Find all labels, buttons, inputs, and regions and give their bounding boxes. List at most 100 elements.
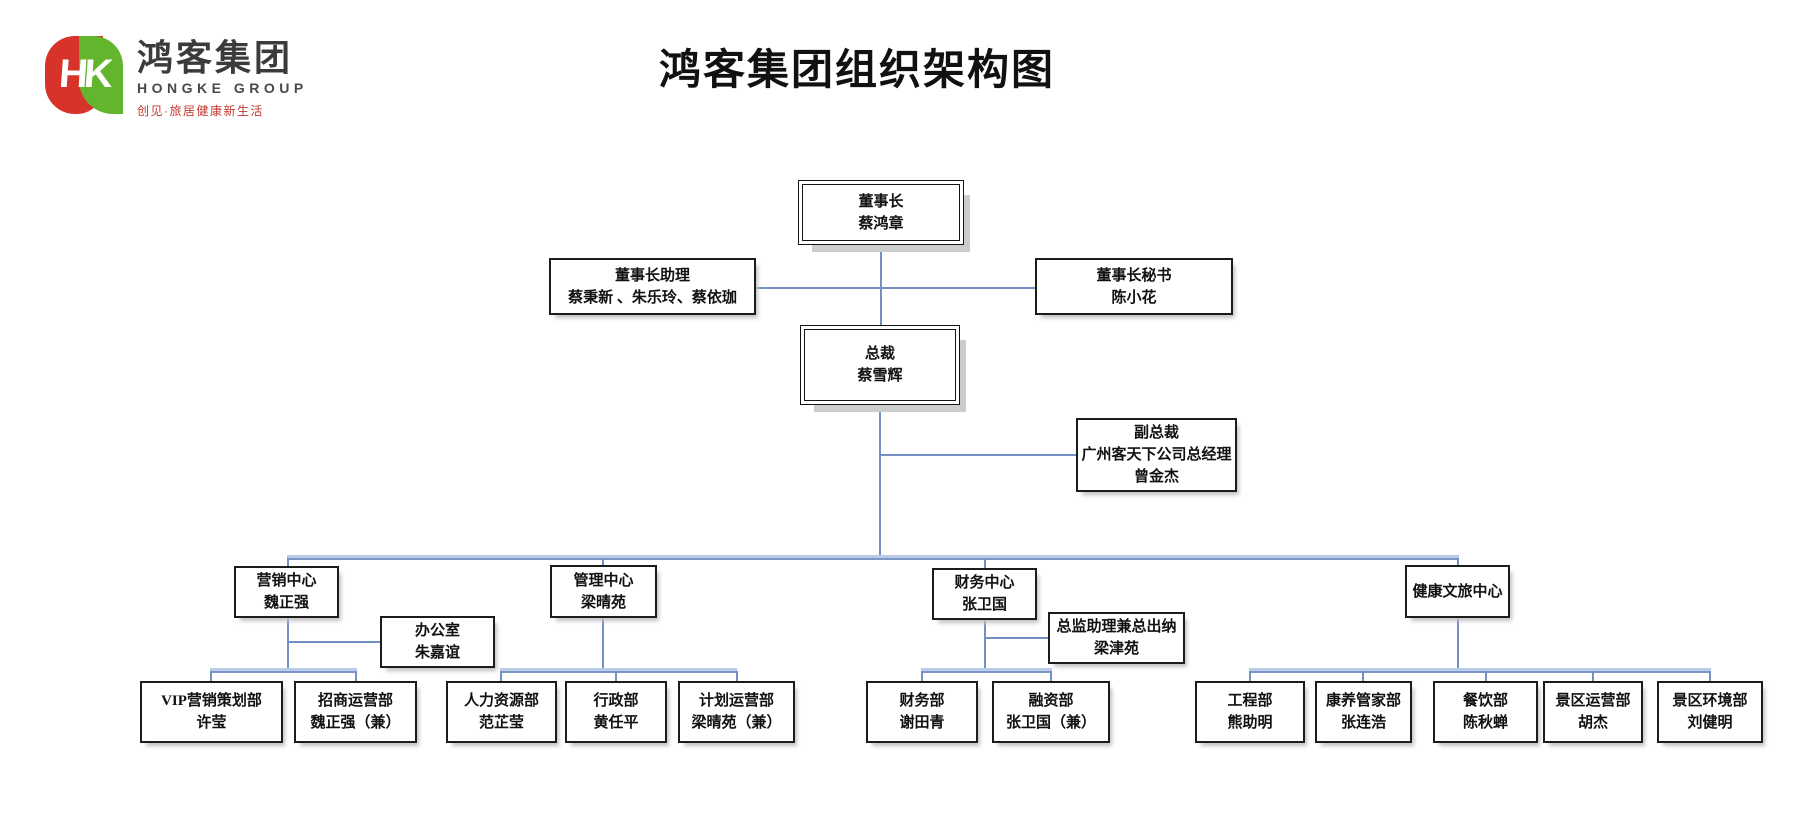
childline-health (1249, 668, 1711, 673)
node-vice-president: 副总裁 广州客天下公司总经理 曾金杰 (1076, 418, 1237, 492)
node-finance-center: 财务中心 张卫国 (932, 568, 1037, 620)
node-person: 蔡雪辉 (857, 368, 903, 384)
node-chairman-assistant: 董事长助理 蔡秉新 、朱乐玲、蔡依珈 (549, 258, 756, 315)
node-person: 魏正强 (263, 595, 309, 611)
node-person: 黄任平 (593, 715, 639, 731)
node-person: 陈小花 (1111, 289, 1157, 306)
stub-wellness-butler (1362, 671, 1364, 681)
node-person: 张卫国 (961, 597, 1007, 613)
logo-monogram: HK (57, 52, 111, 96)
node-title: 总监助理兼总出纳 (1056, 619, 1177, 635)
logo-company-name-en: HONGKE GROUP (137, 80, 308, 96)
node-person: 许莹 (196, 715, 227, 731)
stub-vip-marketing (210, 671, 212, 681)
node-planning-ops: 计划运营部 梁晴苑（兼） (678, 681, 795, 743)
node-catering: 餐饮部 陈秋蝉 (1433, 681, 1538, 743)
node-person: 胡杰 (1577, 715, 1608, 731)
stub-scenic-env (1709, 671, 1711, 681)
node-title: 总裁 (864, 346, 895, 362)
node-title: 财务部 (899, 693, 945, 709)
node-title: 董事长秘书 (1096, 267, 1172, 284)
stub-hr (500, 671, 502, 681)
childline-management (500, 668, 737, 673)
node-subtitle: 广州客天下公司总经理 (1081, 447, 1232, 463)
stub-marketing-center (287, 558, 289, 567)
node-title: 康养管家部 (1325, 693, 1401, 709)
node-person: 谢田青 (899, 715, 945, 731)
node-person: 熊助明 (1227, 715, 1273, 731)
node-person: 梁晴苑（兼） (691, 715, 782, 731)
connector-marketing-children (287, 618, 289, 671)
node-management-center: 管理中心 梁晴苑 (550, 565, 657, 618)
logo-company-name-cn: 鸿客集团 (137, 37, 294, 78)
logo-tagline: 创见·旅居健康新生活 (137, 104, 264, 118)
node-title: 财务中心 (954, 575, 1015, 591)
connector-management-children (602, 618, 604, 671)
node-office: 办公室 朱嘉谊 (380, 616, 495, 668)
node-person: 刘健明 (1687, 715, 1733, 731)
stub-catering (1485, 671, 1487, 681)
childline-marketing (210, 668, 357, 673)
node-finance-dept: 财务部 谢田青 (866, 681, 978, 743)
stub-planning-ops (736, 671, 738, 681)
node-title: 计划运营部 (698, 693, 774, 709)
node-title: VIP营销策划部 (161, 693, 262, 709)
stub-health-center (1457, 558, 1459, 566)
connector-chairman-president (880, 243, 882, 327)
node-hr: 人力资源部 范芷莹 (446, 681, 557, 743)
node-title: 副总裁 (1133, 425, 1179, 441)
node-chairman: 董事长 蔡鸿章 (802, 184, 960, 241)
node-title: 融资部 (1028, 693, 1074, 709)
node-title: 董事长 (858, 193, 904, 210)
connector-president-trunk (879, 403, 881, 558)
node-wellness-butler: 康养管家部 张连浩 (1315, 681, 1412, 743)
node-title: 行政部 (593, 693, 639, 709)
connector-office (288, 641, 380, 643)
stub-investment-ops (355, 671, 357, 681)
connector-trunk (287, 555, 1459, 560)
node-title: 健康文旅中心 (1412, 583, 1503, 600)
node-title: 营销中心 (256, 573, 317, 589)
node-admin: 行政部 黄任平 (565, 681, 667, 743)
node-title: 人力资源部 (463, 693, 539, 709)
node-financing-dept: 融资部 张卫国（兼） (992, 681, 1110, 743)
node-person: 魏正强（兼） (310, 715, 401, 731)
node-title: 董事长助理 (614, 267, 690, 284)
stub-financing-dept (1050, 671, 1052, 681)
logo-leaf-icon (79, 36, 123, 114)
company-logo: HK 鸿客集团 HONGKE GROUP 创见·旅居健康新生活 (45, 36, 308, 119)
node-title: 景区运营部 (1555, 693, 1631, 709)
stub-management-center (602, 558, 604, 566)
node-marketing-center: 营销中心 魏正强 (234, 566, 339, 618)
stub-scenic-ops (1592, 671, 1594, 681)
connector-health-children (1457, 618, 1459, 671)
node-person: 范芷莹 (478, 715, 524, 731)
connector-finance-children (984, 620, 986, 671)
node-director-assistant: 总监助理兼总出纳 梁津苑 (1048, 612, 1185, 664)
node-person: 张卫国（兼） (1005, 715, 1096, 731)
stub-finance-dept (921, 671, 923, 681)
node-title: 管理中心 (573, 572, 634, 589)
stub-admin (615, 671, 617, 681)
node-scenic-env: 景区环境部 刘健明 (1657, 681, 1763, 743)
stub-engineering (1249, 671, 1251, 681)
node-investment-ops: 招商运营部 魏正强（兼） (294, 681, 417, 743)
node-person: 朱嘉谊 (414, 645, 460, 661)
node-title: 餐饮部 (1462, 693, 1508, 709)
node-title: 招商运营部 (317, 693, 393, 709)
node-health-center: 健康文旅中心 (1405, 565, 1510, 618)
childline-finance (921, 668, 1052, 673)
connector-director-assistant (985, 637, 1048, 639)
node-scenic-ops: 景区运营部 胡杰 (1543, 681, 1643, 743)
node-engineering: 工程部 熊助明 (1195, 681, 1305, 743)
node-title: 景区环境部 (1672, 693, 1748, 709)
logo-text-block: 鸿客集团 HONGKE GROUP 创见·旅居健康新生活 (137, 36, 308, 119)
page-title: 鸿客集团组织架构图 (658, 48, 1055, 94)
node-president: 总裁 蔡雪辉 (804, 329, 956, 401)
connector-vice-president (880, 454, 1076, 456)
connector-assistant-secretary (756, 287, 1035, 289)
node-title: 工程部 (1227, 693, 1273, 709)
node-person: 梁晴苑 (580, 594, 626, 611)
node-person: 曾金杰 (1133, 469, 1179, 485)
node-person: 蔡鸿章 (858, 215, 904, 232)
